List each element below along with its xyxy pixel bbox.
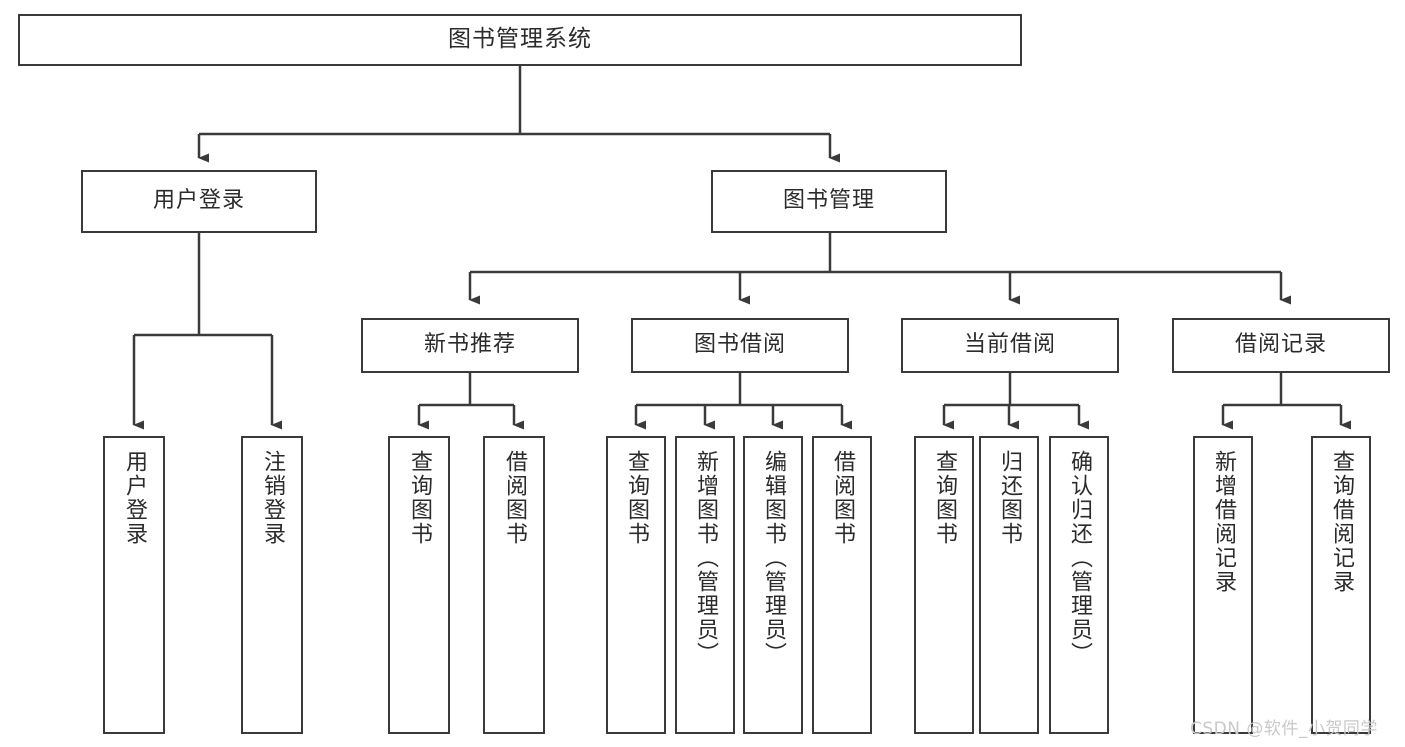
node-root-system-label: 图书管理系统 — [448, 26, 592, 53]
leaf-borrow-borrow-book[interactable]: 借阅图书 — [812, 436, 872, 734]
leaf-borrow-add-book-admin-label: 新增图书（管理员） — [692, 450, 718, 666]
leaf-user-login-logout-label: 注销登录 — [259, 450, 285, 546]
node-book-borrow-label: 图书借阅 — [693, 332, 786, 358]
leaf-record-query-record-label: 查询借阅记录 — [1328, 450, 1354, 594]
node-current-borrow-label: 当前借阅 — [963, 332, 1056, 358]
leaf-borrow-query-book-label: 查询图书 — [623, 450, 649, 546]
node-new-book-recommend-label: 新书推荐 — [423, 332, 516, 358]
leaf-new-book-query[interactable]: 查询图书 — [388, 436, 450, 734]
csdn-watermark: CSDN @软件_小贺同学 — [1190, 719, 1378, 739]
leaf-record-add-record-label: 新增借阅记录 — [1210, 450, 1236, 594]
leaf-user-login-login-label: 用户登录 — [121, 450, 147, 546]
node-book-management-label: 图书管理 — [782, 188, 875, 214]
node-user-login-label: 用户登录 — [152, 188, 245, 214]
leaf-current-confirm-return-admin-label: 确认归还（管理员） — [1066, 450, 1092, 666]
leaf-user-login-logout[interactable]: 注销登录 — [241, 436, 303, 734]
node-book-management[interactable]: 图书管理 — [711, 170, 947, 233]
leaf-borrow-borrow-book-label: 借阅图书 — [829, 450, 855, 546]
leaf-borrow-edit-book-admin[interactable]: 编辑图书（管理员） — [743, 436, 803, 734]
leaf-current-return-book-label: 归还图书 — [996, 450, 1022, 546]
node-borrow-record-label: 借阅记录 — [1234, 332, 1327, 358]
leaf-borrow-add-book-admin[interactable]: 新增图书（管理员） — [675, 436, 735, 734]
node-book-borrow[interactable]: 图书借阅 — [631, 318, 849, 373]
leaf-current-return-book[interactable]: 归还图书 — [979, 436, 1039, 734]
node-new-book-recommend[interactable]: 新书推荐 — [361, 318, 579, 373]
leaf-new-book-query-label: 查询图书 — [406, 450, 432, 546]
leaf-current-query-book-label: 查询图书 — [931, 450, 957, 546]
leaf-new-book-borrow-label: 借阅图书 — [501, 450, 527, 546]
node-current-borrow[interactable]: 当前借阅 — [901, 318, 1119, 373]
node-root-system[interactable]: 图书管理系统 — [18, 14, 1022, 66]
leaf-record-query-record[interactable]: 查询借阅记录 — [1311, 436, 1371, 734]
leaf-record-add-record[interactable]: 新增借阅记录 — [1193, 436, 1253, 734]
leaf-current-confirm-return-admin[interactable]: 确认归还（管理员） — [1049, 436, 1109, 734]
leaf-current-query-book[interactable]: 查询图书 — [914, 436, 974, 734]
leaf-borrow-edit-book-admin-label: 编辑图书（管理员） — [760, 450, 786, 666]
leaf-user-login-login[interactable]: 用户登录 — [103, 436, 165, 734]
node-user-login[interactable]: 用户登录 — [81, 170, 317, 233]
node-borrow-record[interactable]: 借阅记录 — [1172, 318, 1390, 373]
leaf-borrow-query-book[interactable]: 查询图书 — [606, 436, 666, 734]
leaf-new-book-borrow[interactable]: 借阅图书 — [483, 436, 545, 734]
